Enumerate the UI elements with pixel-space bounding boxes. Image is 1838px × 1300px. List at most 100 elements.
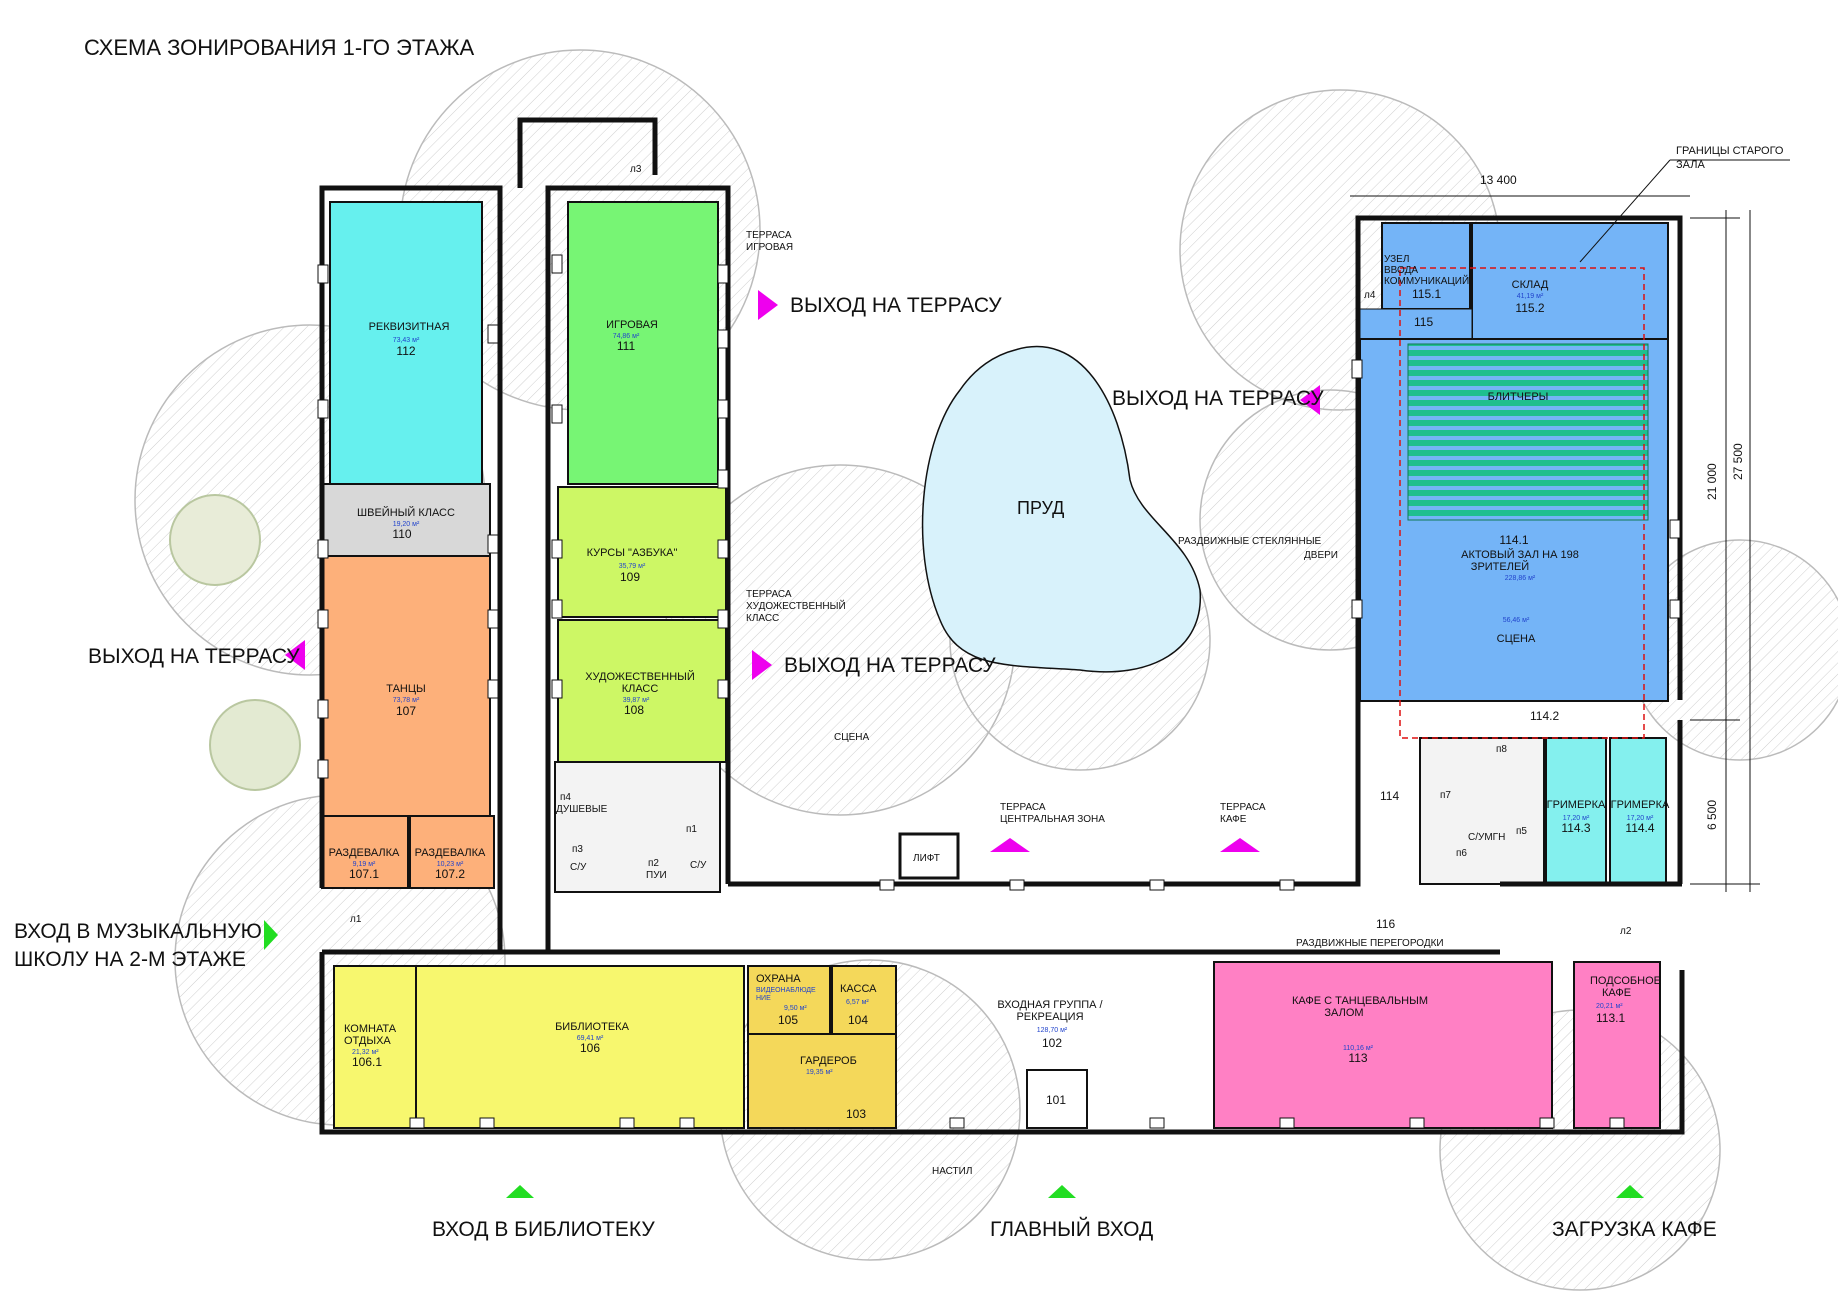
room-number: 110 <box>392 527 411 541</box>
room-label: КАФЕ С ТАНЦЕВАЛЬНЫМ <box>1292 995 1428 1007</box>
room-113 <box>1213 961 1553 1129</box>
room-number: 107 <box>396 704 416 718</box>
room-area: 128,70 м² <box>1037 1027 1068 1034</box>
room-area: 17,20 м² <box>1563 815 1590 822</box>
room-109 <box>557 486 727 618</box>
room-area: 56,46 м² <box>1503 617 1530 624</box>
wc-block <box>554 761 721 893</box>
pond <box>921 345 1201 673</box>
terrace-label: ТЕРРАСА <box>746 589 792 600</box>
room-area: 74,86 м² <box>613 333 640 340</box>
room-number: 106.1 <box>352 1055 382 1069</box>
room-label: ЗАЛОМ <box>1324 1007 1363 1019</box>
room-115-1 <box>1381 222 1471 310</box>
room-number: 107.1 <box>349 867 379 881</box>
stage-label: СЦЕНА <box>834 732 870 743</box>
wc-label: п4 <box>560 792 571 803</box>
room-area: 17,20 м² <box>1627 815 1654 822</box>
walls <box>319 117 1685 1135</box>
room-107 <box>321 555 491 817</box>
room-area: 110,16 м² <box>1343 1045 1374 1052</box>
room-label: РАЗДЕВАЛКА <box>329 847 400 859</box>
room-number: 108 <box>624 703 644 717</box>
room-number: 103 <box>846 1107 866 1121</box>
room-114-4 <box>1609 737 1667 885</box>
middle-block <box>554 201 727 893</box>
room-number: 113.1 <box>1596 1011 1625 1025</box>
entrance-label: ШКОЛУ НА 2-М ЭТАЖЕ <box>14 948 246 971</box>
room-label: КАССА <box>840 983 877 995</box>
room-area: 35,79 м² <box>619 563 646 570</box>
stair-label: л4 <box>1364 290 1376 301</box>
room-area: 19,20 м² <box>393 521 420 528</box>
room-label: ПОДСОБНОЕ <box>1590 975 1661 987</box>
terrace-label: КЛАСС <box>746 613 779 624</box>
room-103 <box>747 1033 897 1129</box>
room-number: 113 <box>1348 1051 1367 1065</box>
vestibule-101 <box>1026 1069 1088 1129</box>
room-label: ШВЕЙНЫЙ КЛАСС <box>357 506 455 519</box>
wc-label: п2 <box>648 858 659 869</box>
room-label: КОМНАТА <box>344 1023 397 1035</box>
exit-label: ВЫХОД НА ТЕРРАСУ <box>784 654 996 677</box>
bleachers <box>1407 343 1649 521</box>
room-area: 73,78 м² <box>393 697 420 704</box>
room-number: 115.1 <box>1412 287 1441 301</box>
room-number: 101 <box>1046 1093 1066 1107</box>
room-area: 39,87 м² <box>623 697 650 704</box>
wc-label: п6 <box>1456 848 1467 859</box>
dimension-lines <box>1350 159 1790 892</box>
room-area: 73,43 м² <box>393 337 420 344</box>
room-label: ГАРДЕРОБ <box>800 1055 857 1067</box>
wc-label: п8 <box>1496 744 1507 755</box>
room-area: 19,35 м² <box>806 1069 833 1076</box>
dimension-label: 6 500 <box>1705 800 1719 830</box>
room-label: АКТОВЫЙ ЗАЛ НА 198 <box>1461 548 1579 561</box>
room-label: ОТДЫХА <box>344 1035 391 1047</box>
room-number: 102 <box>1042 1036 1062 1050</box>
wc-label: С/У <box>570 862 587 873</box>
room-number: 112 <box>396 344 415 358</box>
room-label: ВИДЕОНАБЛЮДЕ <box>756 987 816 994</box>
partition-label: РАЗДВИЖНЫЕ ПЕРЕГОРОДКИ <box>1296 938 1444 949</box>
room-area: 6,57 м² <box>846 999 869 1006</box>
room-area: 10,23 м² <box>437 861 464 868</box>
room-number: 105 <box>778 1013 798 1027</box>
entry-marker-icon <box>264 920 1644 1198</box>
old-hall-label: ГРАНИЦЫ СТАРОГО <box>1676 145 1784 157</box>
room-label: РЕКРЕАЦИЯ <box>1016 1011 1083 1023</box>
wc-label: п1 <box>686 824 697 835</box>
terrace-label: ИГРОВАЯ <box>746 242 793 253</box>
stair-label: л3 <box>630 164 642 175</box>
entrance-label: ЗАГРУЗКА КАФЕ <box>1552 1218 1717 1241</box>
entrance-label: ВХОД В МУЗЫКАЛЬНУЮ <box>14 920 262 943</box>
old-hall-label: ЗАЛА <box>1676 159 1705 171</box>
room-106 <box>415 965 745 1129</box>
room-number: 114.2 <box>1530 709 1559 723</box>
room-number: 114 <box>1380 789 1399 803</box>
room-number: 114.3 <box>1561 821 1590 835</box>
room-label: РАЗДЕВАЛКА <box>415 847 486 859</box>
room-label: КАФЕ <box>1602 987 1631 999</box>
room-label: СКЛАД <box>1512 279 1549 291</box>
terrace-label: ТЕРРАСА <box>746 230 792 241</box>
wc-block-right <box>1419 737 1545 885</box>
room-label: ГРИМЕРКА <box>1611 799 1670 811</box>
wc-label: С/У <box>690 860 707 871</box>
room-105 <box>747 965 831 1035</box>
exit-marker-icon <box>285 290 1320 852</box>
room-number: 116 <box>1376 917 1395 931</box>
stair-label: л2 <box>1620 926 1632 937</box>
room-area: 9,19 м² <box>353 861 376 868</box>
room-107-2 <box>409 815 495 889</box>
deck-label: НАСТИЛ <box>932 1166 972 1177</box>
dimension-label: 13 400 <box>1480 173 1517 187</box>
room-106-1 <box>333 965 417 1129</box>
lift-label: ЛИФТ <box>913 853 940 864</box>
wc-label: ПУИ <box>646 870 667 881</box>
exit-label: ВЫХОД НА ТЕРРАСУ <box>790 294 1002 317</box>
tree-icon <box>169 494 301 791</box>
room-label: НИЕ <box>756 995 771 1002</box>
room-label: ТАНЦЫ <box>386 683 426 695</box>
